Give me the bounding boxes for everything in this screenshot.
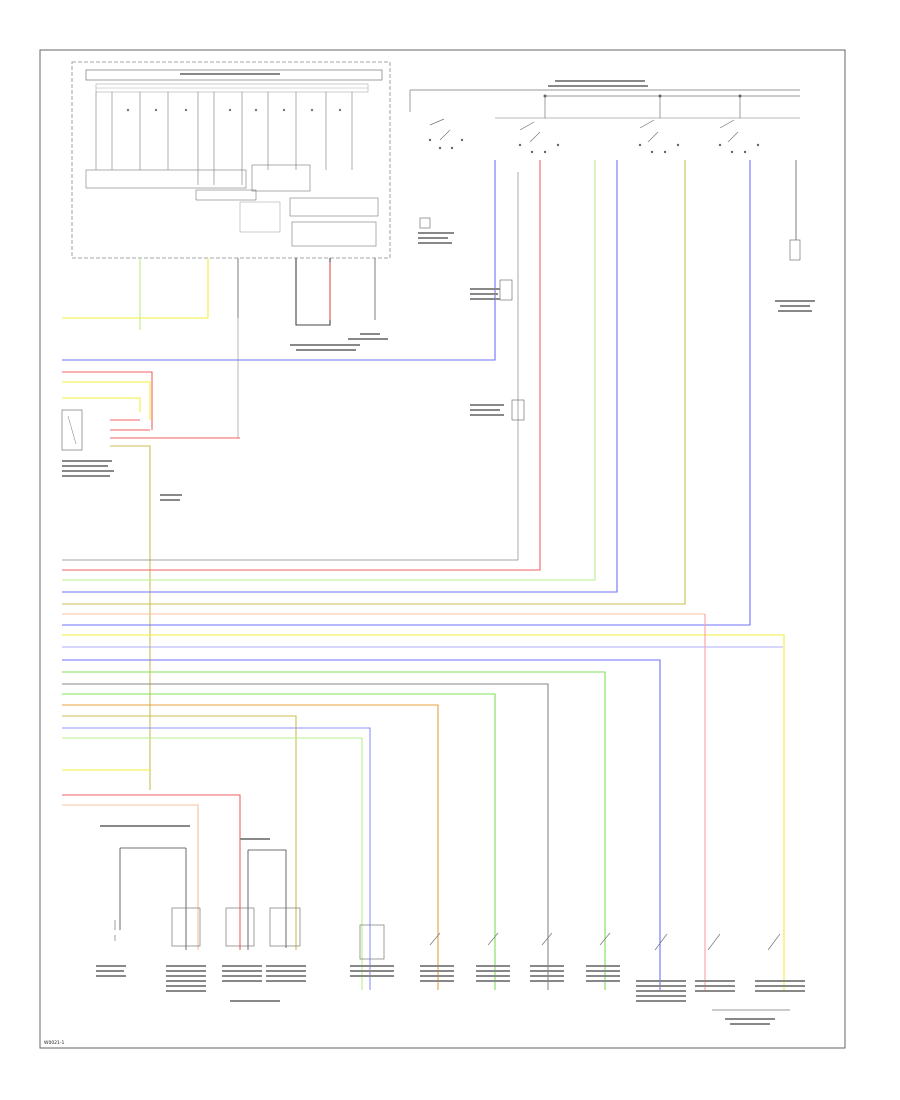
control-module-block [71, 61, 391, 259]
wire-black-2 [295, 258, 331, 326]
tiny-label-marks [62, 73, 815, 1025]
diagram-frame [39, 49, 846, 1049]
wire-blue-top [62, 160, 496, 361]
bottom-components [114, 907, 790, 1011]
wire-yellow-1 [62, 258, 209, 319]
upper-components [419, 217, 801, 421]
left-connector [61, 409, 83, 451]
wires [62, 160, 797, 990]
page-label: W0021-1 [44, 1040, 65, 1046]
switch-block [409, 89, 800, 154]
